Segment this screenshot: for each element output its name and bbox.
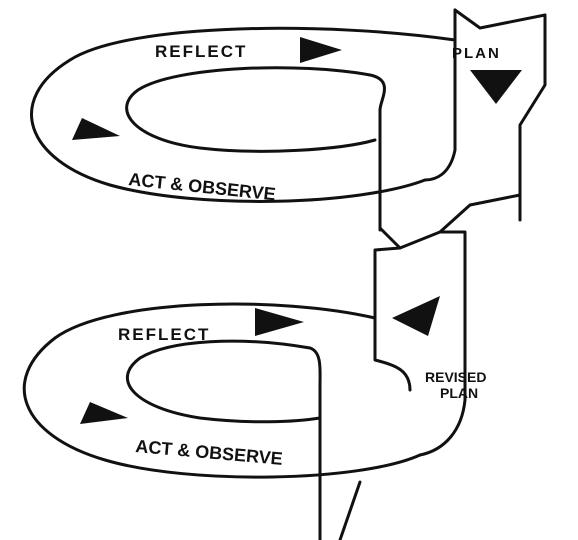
cycle-1-plan-label: PLAN (452, 45, 501, 62)
cycle-2-revised-plan-line1: REVISED (425, 369, 486, 385)
cycle-2-strip-right (418, 328, 467, 457)
cycle-1-reflect-label: REFLECT (155, 42, 247, 61)
revised-plan-arrow (392, 296, 440, 336)
cycle-2-inner-ring (126, 339, 322, 424)
cycle-1-outer-ring (30, 26, 457, 203)
link-strip-right-edge (438, 193, 522, 332)
cycle-1-inner-ring (125, 66, 377, 153)
cycle-1-plan-strip-top (453, 8, 547, 30)
cycle-2-strip-left (373, 348, 412, 392)
cycle-2-inner-drop (308, 346, 322, 540)
cycle-2-revised-plan-line2: PLAN (440, 385, 478, 401)
link-strip-notch (398, 230, 442, 250)
cycle-2-act-arrow (80, 402, 128, 424)
cycle-2-reflect-label: REFLECT (118, 325, 210, 344)
cycle-1-reflect-arrow (300, 37, 342, 63)
cycle-2-act-observe-label: ACT & OBSERVE (135, 436, 284, 469)
cycle-1-plan-strip-right (518, 13, 547, 222)
cycle-2-reflect-arrow (255, 308, 304, 336)
cycle-2-outer-ring (22, 302, 422, 479)
plan-arrow (470, 70, 522, 104)
cycle-1-act-arrow (72, 118, 120, 140)
cycle-1-inner-drop (368, 73, 386, 232)
cycle-2-exit-strip (338, 480, 362, 540)
cycle-1: PLAN REFLECT ACT & OBSERVE (30, 8, 547, 352)
link-strip-left-edge (373, 193, 402, 352)
cycle-1-plan-strip-left (423, 8, 457, 182)
cycle-2: REVISED PLAN REFLECT ACT & OBSERVE (22, 296, 486, 540)
